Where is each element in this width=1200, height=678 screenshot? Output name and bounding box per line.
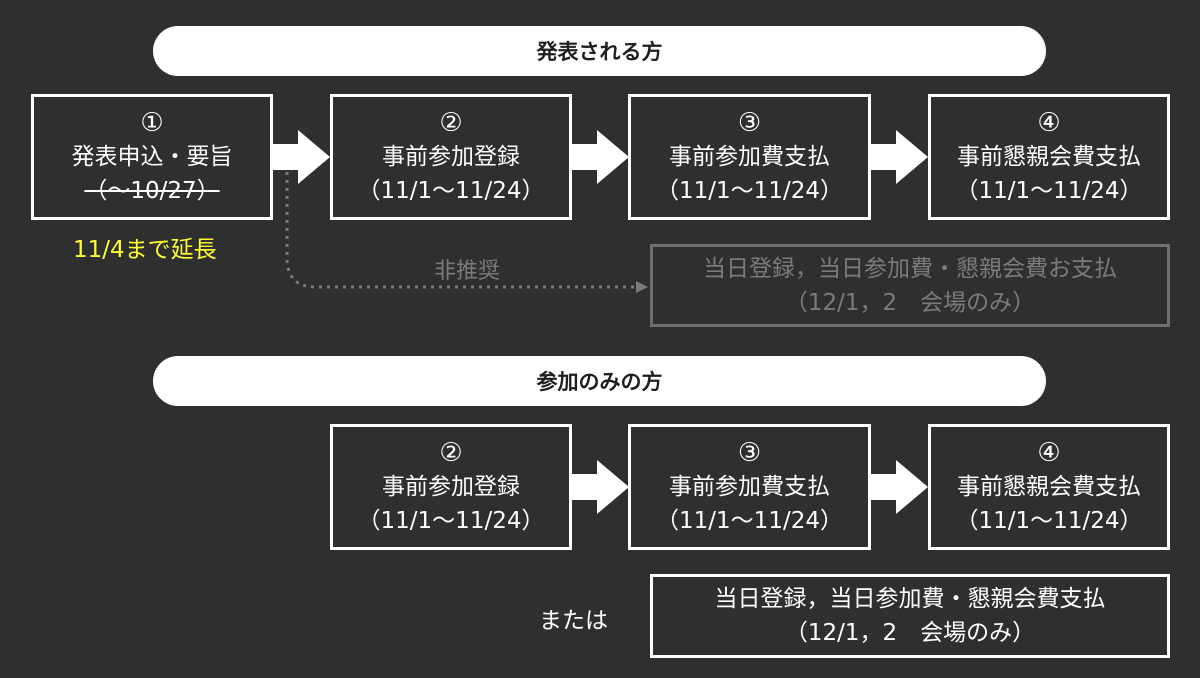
step-period: （11/1～11/24） xyxy=(955,508,1143,534)
onsite-label: 当日登録，当日参加費・懇親会費お支払 xyxy=(703,255,1117,282)
onsite-box-presenters: 当日登録，当日参加費・懇親会費お支払 （12/1，2 会場のみ） xyxy=(650,244,1170,327)
step-number: ② xyxy=(439,438,463,468)
step-period: （11/1～11/24） xyxy=(955,178,1143,204)
step-period: （11/1～11/24） xyxy=(656,178,843,204)
not-recommended-label: 非推奨 xyxy=(434,259,501,284)
step-box-pre-fee-payment: ③ 事前参加費支払 （11/1～11/24） xyxy=(628,424,871,550)
onsite-box-participants: 当日登録，当日参加費・懇親会費支払 （12/1，2 会場のみ） xyxy=(650,574,1170,658)
step-label: 事前懇親会費支払 xyxy=(957,144,1141,170)
step-label: 事前懇親会費支払 xyxy=(957,474,1141,500)
step-box-pre-banquet-payment: ④ 事前懇親会費支払 （11/1～11/24） xyxy=(928,94,1170,220)
step-number: ③ xyxy=(737,438,762,468)
dotted-arrowhead-icon xyxy=(636,281,648,293)
step-number: ③ xyxy=(737,108,762,138)
step-number: ④ xyxy=(1037,108,1061,138)
step-box-pre-registration: ② 事前参加登録 （11/1～11/24） xyxy=(330,424,572,550)
onsite-period: （12/1，2 会場のみ） xyxy=(784,620,1036,646)
arrow-right-icon xyxy=(870,130,928,184)
step-number: ① xyxy=(140,108,164,138)
section-title-participants: 参加のみの方 xyxy=(153,356,1046,406)
onsite-label: 当日登録，当日参加費・懇親会費支払 xyxy=(714,586,1106,612)
arrow-right-icon xyxy=(571,460,629,514)
extension-note: 11/4まで延長 xyxy=(73,237,217,263)
step-period: （11/1～11/24） xyxy=(357,508,545,534)
step-period-struck: （～10/27） xyxy=(84,178,220,204)
step-label: 事前参加費支払 xyxy=(669,474,830,500)
arrow-right-icon xyxy=(272,130,330,184)
step-box-pre-banquet-payment: ④ 事前懇親会費支払 （11/1～11/24） xyxy=(928,424,1170,550)
step-label: 事前参加費支払 xyxy=(669,144,830,170)
step-box-submission: ① 発表申込・要旨 （～10/27） xyxy=(31,94,273,220)
step-box-pre-registration: ② 事前参加登録 （11/1～11/24） xyxy=(330,94,572,220)
step-label: 事前参加登録 xyxy=(382,144,520,170)
step-label: 発表申込・要旨 xyxy=(71,144,233,170)
arrow-right-icon xyxy=(870,460,928,514)
step-box-pre-fee-payment: ③ 事前参加費支払 （11/1～11/24） xyxy=(628,94,871,220)
onsite-period: （12/1，2 会場のみ） xyxy=(784,289,1036,316)
or-label: または xyxy=(539,608,608,634)
step-period: （11/1～11/24） xyxy=(656,508,843,534)
step-label: 事前参加登録 xyxy=(382,474,520,500)
step-number: ④ xyxy=(1037,438,1061,468)
step-period: （11/1～11/24） xyxy=(357,178,545,204)
section-title-presenters: 発表される方 xyxy=(153,26,1046,76)
arrow-right-icon xyxy=(571,130,629,184)
step-number: ② xyxy=(439,108,463,138)
